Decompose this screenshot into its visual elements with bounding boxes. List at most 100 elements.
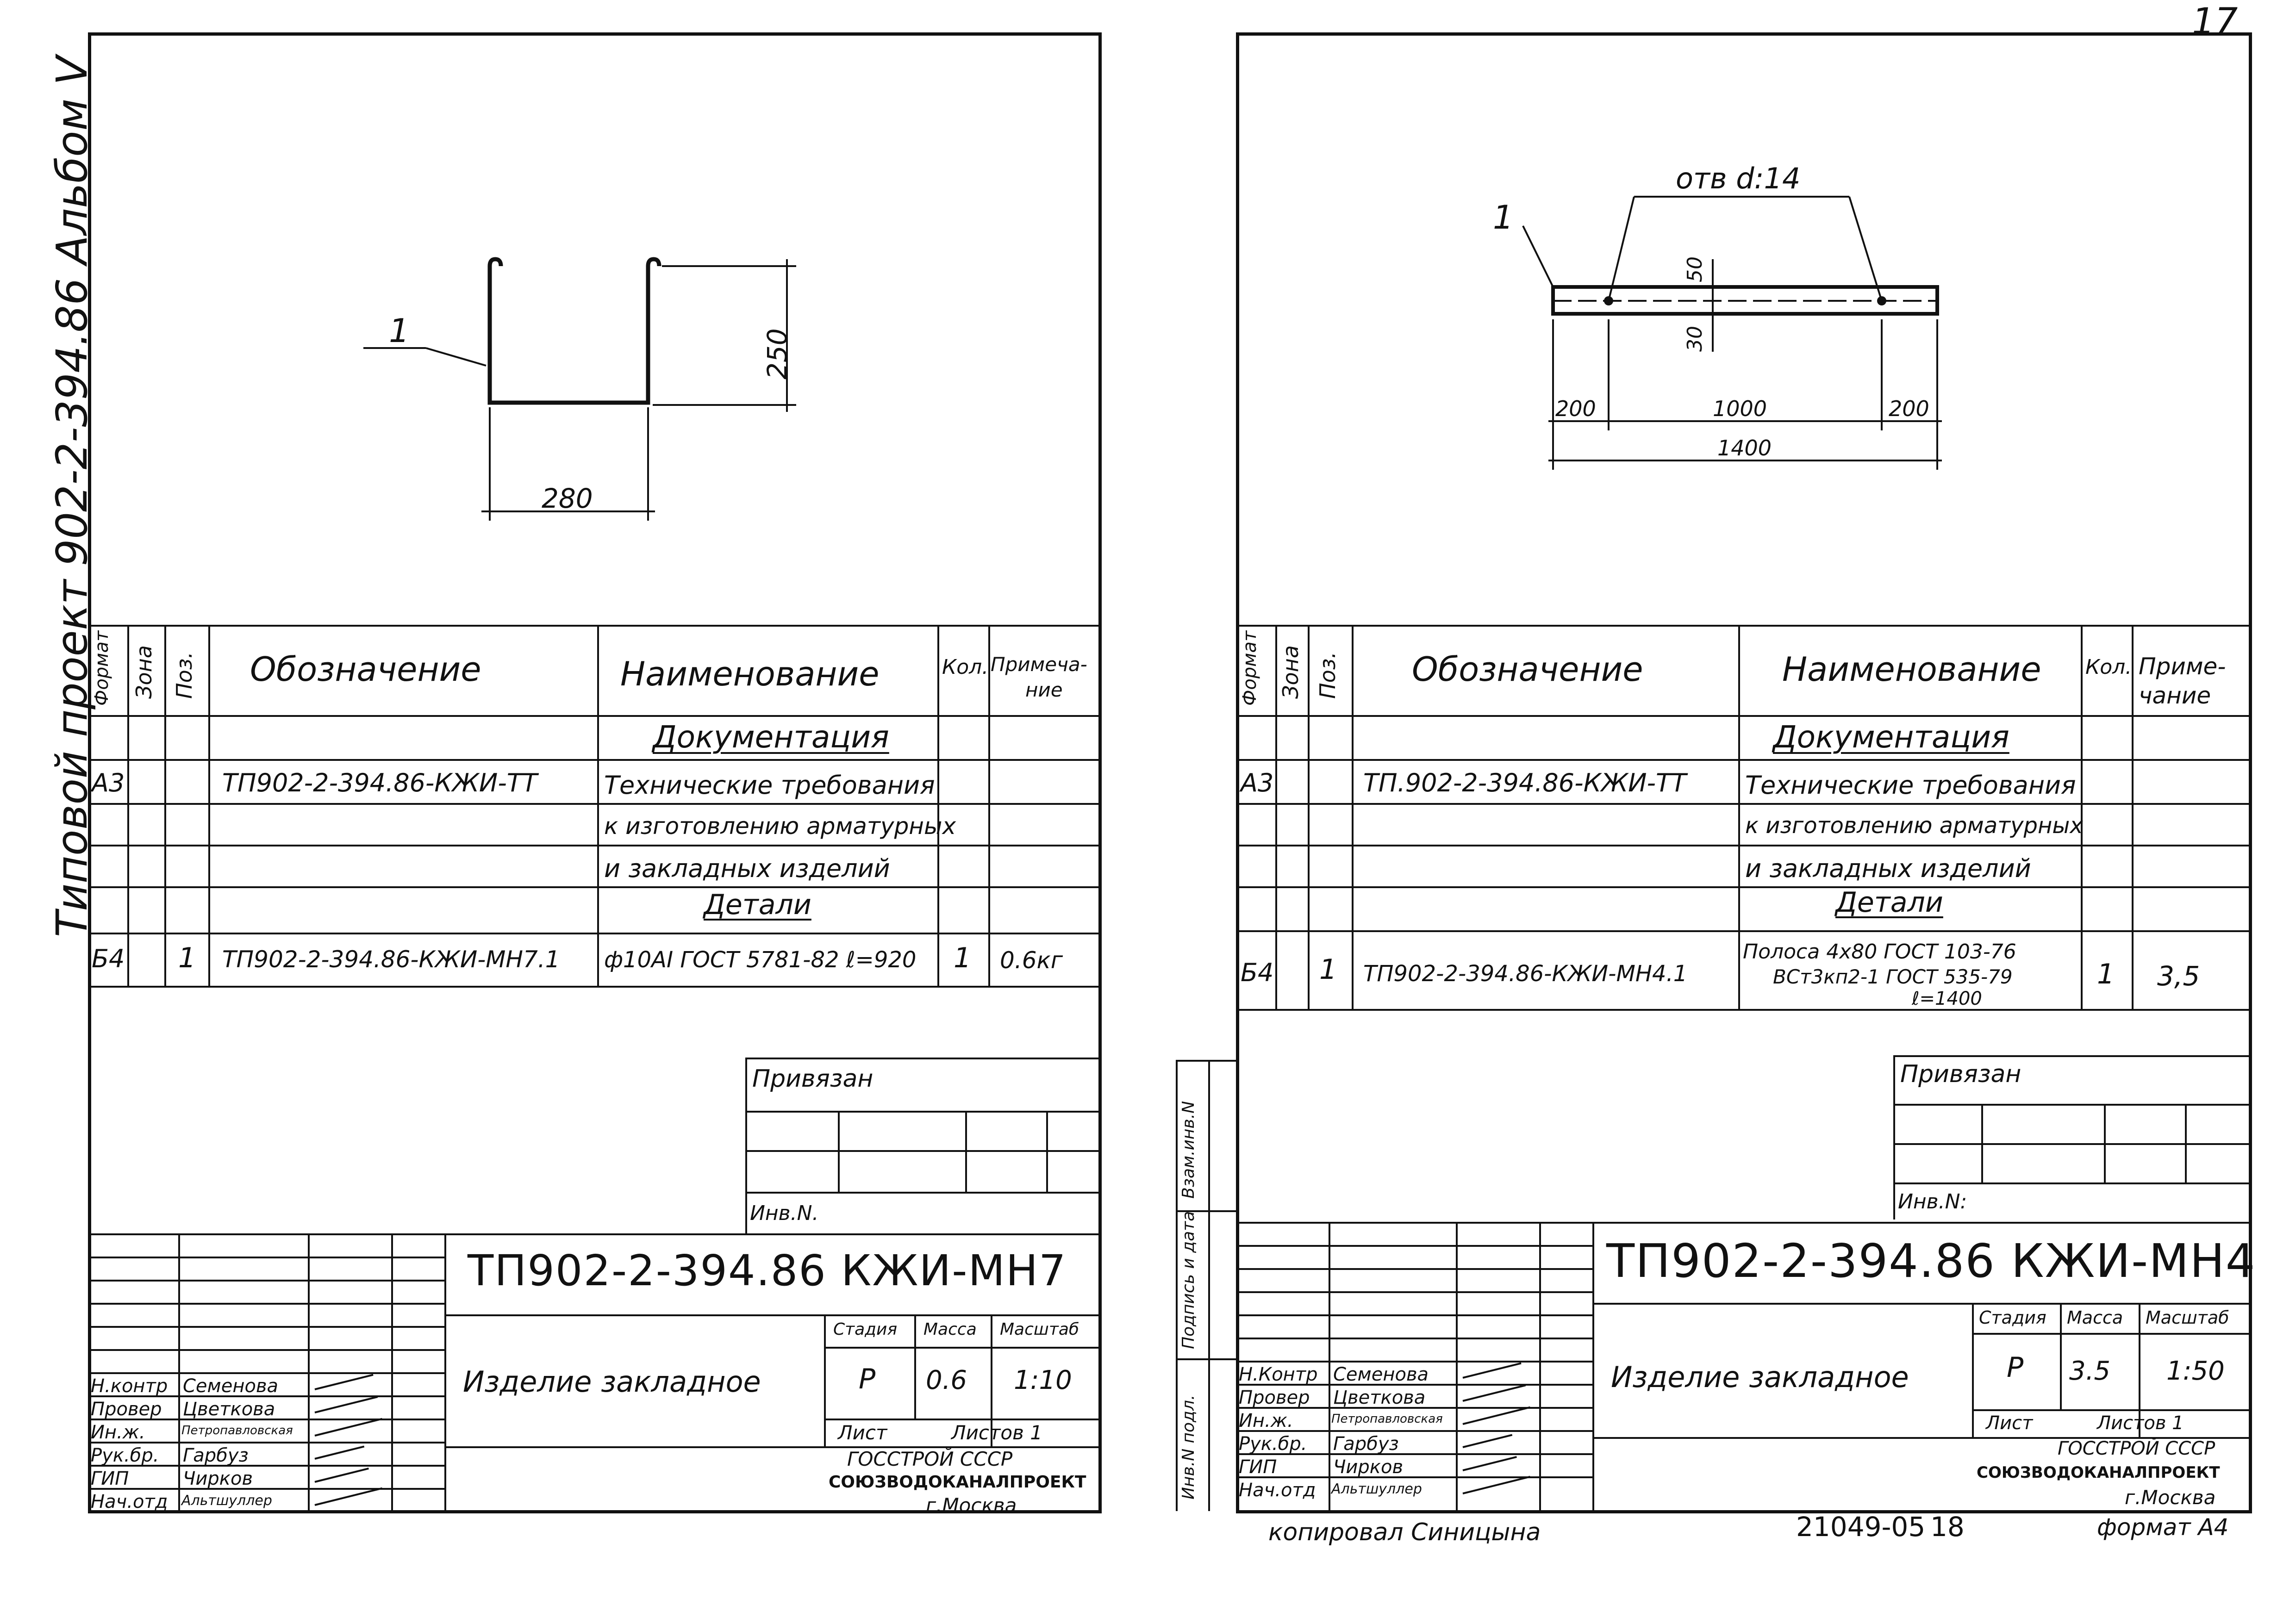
right-dim-1400: 1400 bbox=[1717, 436, 1772, 460]
left-spec-col bbox=[597, 625, 599, 986]
left-tb-stage: Р bbox=[859, 1363, 876, 1395]
left-sig-line bbox=[88, 1326, 444, 1328]
right-stamp-left bbox=[1176, 1060, 1178, 1511]
right-spec-top bbox=[1236, 625, 2252, 627]
left-sig-col bbox=[308, 1233, 310, 1513]
right-tb-stage-h: Стадия bbox=[1979, 1307, 2046, 1328]
left-doc-format: А3 bbox=[92, 768, 125, 797]
right-privyazan: Привязан bbox=[1900, 1060, 2021, 1088]
left-detail-name: ф10АI ГОСТ 5781-82 ℓ=920 bbox=[604, 947, 917, 973]
right-sig-col bbox=[1456, 1222, 1458, 1511]
right-hdr-qty: Кол. bbox=[2085, 655, 2132, 679]
left-tb-divider bbox=[444, 1233, 446, 1513]
left-hdr-name: Наименование bbox=[620, 654, 880, 693]
left-detail-format: Б4 bbox=[92, 944, 125, 973]
left-name-4: Чирков bbox=[183, 1468, 253, 1489]
left-spec-top bbox=[88, 625, 1102, 627]
right-detail-format: Б4 bbox=[1241, 958, 1274, 987]
right-tb-line bbox=[1972, 1333, 2252, 1335]
left-role-0: Н.контр bbox=[91, 1375, 168, 1397]
right-hdr-note-a: Приме- bbox=[2139, 653, 2226, 680]
right-tb-org-3: г.Москва bbox=[2125, 1486, 2216, 1509]
left-name-3: Гарбуз bbox=[183, 1445, 249, 1466]
right-role-3: Рук.бр. bbox=[1239, 1433, 1307, 1455]
left-priv-line bbox=[745, 1111, 1102, 1113]
left-dim-height: 250 bbox=[761, 328, 793, 380]
left-hdr-note-b: ние bbox=[1025, 678, 1063, 701]
left-sig-line bbox=[88, 1488, 444, 1490]
left-name-1: Цветкова bbox=[183, 1399, 275, 1420]
left-name-2: Петропавловская bbox=[181, 1424, 293, 1437]
right-doc-format: А3 bbox=[1241, 768, 1274, 797]
right-dim-30: 30 bbox=[1683, 326, 1707, 352]
left-spec-col bbox=[208, 625, 210, 986]
right-spec-line bbox=[1236, 930, 2252, 932]
right-section-details: Детали bbox=[1835, 886, 1943, 919]
left-tb-col bbox=[824, 1314, 826, 1446]
right-doc-name-2: к изготовлению арматурных bbox=[1745, 813, 2083, 839]
right-detail-designation: ТП902-2-394.86-КЖИ-МН4.1 bbox=[1363, 961, 1688, 987]
right-spec-col bbox=[1308, 625, 1310, 1009]
right-hdr-note-b: чание bbox=[2139, 682, 2211, 709]
left-sig-line bbox=[88, 1372, 444, 1374]
left-tb-sheet-h: Лист bbox=[838, 1421, 887, 1444]
right-dim-200a: 200 bbox=[1555, 396, 1596, 421]
right-priv-left bbox=[1893, 1055, 1895, 1220]
left-priv-col bbox=[965, 1111, 967, 1192]
left-hdr-format: Формат bbox=[91, 630, 112, 706]
strip-dimensions bbox=[1522, 196, 1942, 470]
right-sig-line bbox=[1236, 1430, 1592, 1432]
left-tb-line bbox=[444, 1446, 824, 1448]
right-tb-mass-h: Масса bbox=[2067, 1307, 2123, 1328]
left-hdr-pos: Поз. bbox=[172, 652, 197, 699]
right-spec-line bbox=[1236, 759, 2252, 761]
right-tb-top bbox=[1236, 1222, 2252, 1224]
left-spec-line bbox=[88, 933, 1102, 934]
right-sig-col bbox=[1539, 1222, 1541, 1511]
right-tb-sheets-h: Листов 1 bbox=[2097, 1412, 2184, 1434]
right-spec-col bbox=[1352, 625, 1354, 1009]
left-hdr-zone: Зона bbox=[131, 645, 156, 699]
left-sig-col bbox=[391, 1233, 393, 1513]
right-sig-line bbox=[1236, 1361, 1592, 1363]
left-role-3: Рук.бр. bbox=[91, 1445, 159, 1466]
right-detail-pos: 1 bbox=[1319, 953, 1337, 986]
right-sheet-frame bbox=[1236, 32, 2252, 1513]
right-doc-designation: ТП.902-2-394.86-КЖИ-ТТ bbox=[1363, 768, 1686, 797]
right-doc-name-1: Технические требования bbox=[1745, 771, 2076, 800]
left-inv: Инв.N. bbox=[750, 1201, 819, 1225]
right-stamp-line bbox=[1176, 1358, 1236, 1360]
right-stamp-line bbox=[1176, 1210, 1236, 1212]
right-tb-scale: 1:50 bbox=[2166, 1356, 2225, 1386]
left-section-docs: Документация bbox=[653, 719, 889, 755]
right-tb-col bbox=[2139, 1303, 2140, 1437]
left-spec-col bbox=[164, 625, 166, 986]
left-spec-line bbox=[88, 759, 1102, 761]
right-tb-col bbox=[1972, 1303, 1974, 1437]
left-tb-scale-h: Масштаб bbox=[1000, 1320, 1079, 1339]
right-spec-hdr-bottom bbox=[1236, 715, 2252, 717]
right-role-0: Н.Контр bbox=[1239, 1364, 1318, 1385]
right-name-3: Гарбуз bbox=[1333, 1433, 1399, 1455]
right-sig-line bbox=[1236, 1338, 1592, 1339]
left-tb-scale: 1:10 bbox=[1014, 1365, 1072, 1395]
right-spec-col bbox=[2081, 625, 2083, 1009]
right-spec-bottom bbox=[1236, 1009, 2252, 1011]
right-dim-1000: 1000 bbox=[1713, 396, 1767, 421]
right-sig-line bbox=[1236, 1453, 1592, 1455]
right-detail-qty: 1 bbox=[2097, 958, 2115, 990]
left-tb-col bbox=[914, 1314, 916, 1419]
left-tb-col bbox=[991, 1314, 992, 1446]
left-section-details: Детали bbox=[704, 889, 811, 921]
left-hdr-qty: Кол. bbox=[942, 655, 989, 679]
left-sig-line bbox=[88, 1465, 444, 1467]
right-sig-line bbox=[1236, 1314, 1592, 1316]
right-hdr-name: Наименование bbox=[1782, 650, 2041, 689]
right-hdr-format: Формат bbox=[1239, 630, 1260, 706]
right-priv-col bbox=[1981, 1104, 1983, 1182]
left-sig-line bbox=[88, 1303, 444, 1305]
right-sig-line bbox=[1236, 1476, 1592, 1478]
right-role-4: ГИП bbox=[1239, 1456, 1277, 1478]
right-priv-col bbox=[2185, 1104, 2187, 1182]
left-tb-line bbox=[824, 1446, 1102, 1448]
